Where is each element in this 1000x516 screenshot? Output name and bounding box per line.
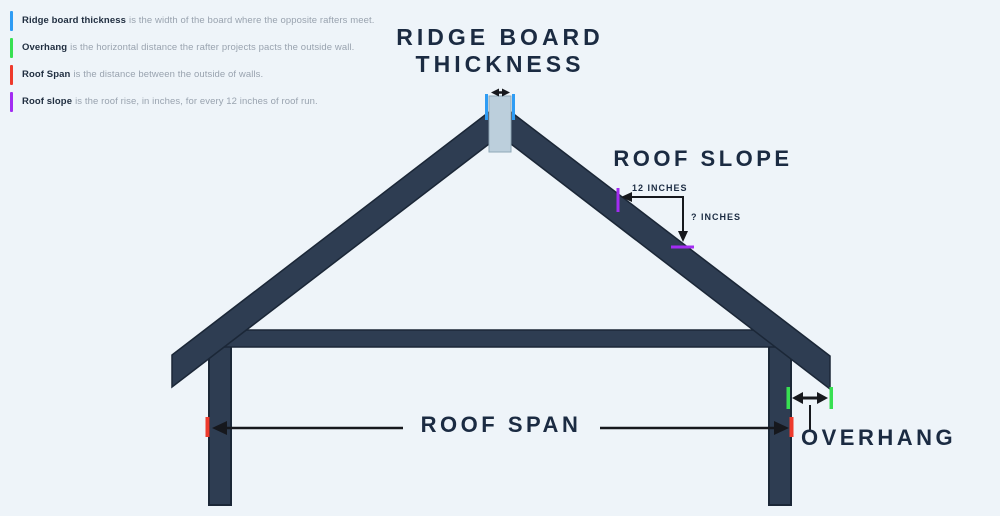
slope-tick-top (616, 188, 620, 212)
legend-description: is the horizontal distance the rafter pr… (70, 42, 355, 53)
ridge-thickness-arrow (491, 88, 510, 97)
ridge-tick-left (485, 94, 488, 120)
span-arrow-left (212, 421, 403, 435)
span-tick-left (205, 417, 210, 437)
legend-term: Overhang (22, 42, 68, 53)
slope-rise-arrow (678, 196, 688, 242)
legend-swatch-green (10, 38, 13, 58)
ceiling-joist (218, 329, 782, 348)
slope-run-arrow (621, 192, 683, 202)
overhang-tick-left (786, 387, 790, 409)
title-line-1: RIDGE BOARD (396, 24, 604, 50)
roof-span-label: ROOF SPAN (420, 412, 582, 437)
legend-description: is the distance between the outside of w… (73, 69, 264, 80)
run-12-inches-label: 12 INCHES (632, 183, 688, 193)
overhang-label: OVERHANG (801, 425, 957, 450)
left-wall (208, 337, 232, 506)
legend-swatch-purple (10, 92, 13, 112)
span-arrow-right (600, 421, 789, 435)
slope-tick-bottom (671, 245, 694, 249)
rise-unknown-inches-label: ? INCHES (691, 212, 742, 222)
legend-description: is the width of the board where the oppo… (128, 15, 375, 26)
ridge-board-thickness-title: RIDGE BOARD THICKNESS (330, 24, 670, 78)
legend-term: Ridge board thickness (22, 15, 126, 26)
legend-term: Roof Span (22, 69, 71, 80)
legend-swatch-blue (10, 11, 13, 31)
roof-slope-label: ROOF SLOPE (613, 146, 793, 171)
span-tick-right (789, 417, 794, 437)
right-wall (768, 337, 792, 506)
overhang-arrow (792, 392, 828, 430)
overhang-tick-right (829, 387, 833, 409)
title-line-2: THICKNESS (415, 51, 585, 77)
legend-description: is the roof rise, in inches, for every 1… (75, 96, 318, 107)
legend-swatch-red (10, 65, 13, 85)
ridge-tick-right (512, 94, 515, 120)
legend-term: Roof slope (22, 96, 73, 107)
ridge-board (488, 95, 512, 153)
